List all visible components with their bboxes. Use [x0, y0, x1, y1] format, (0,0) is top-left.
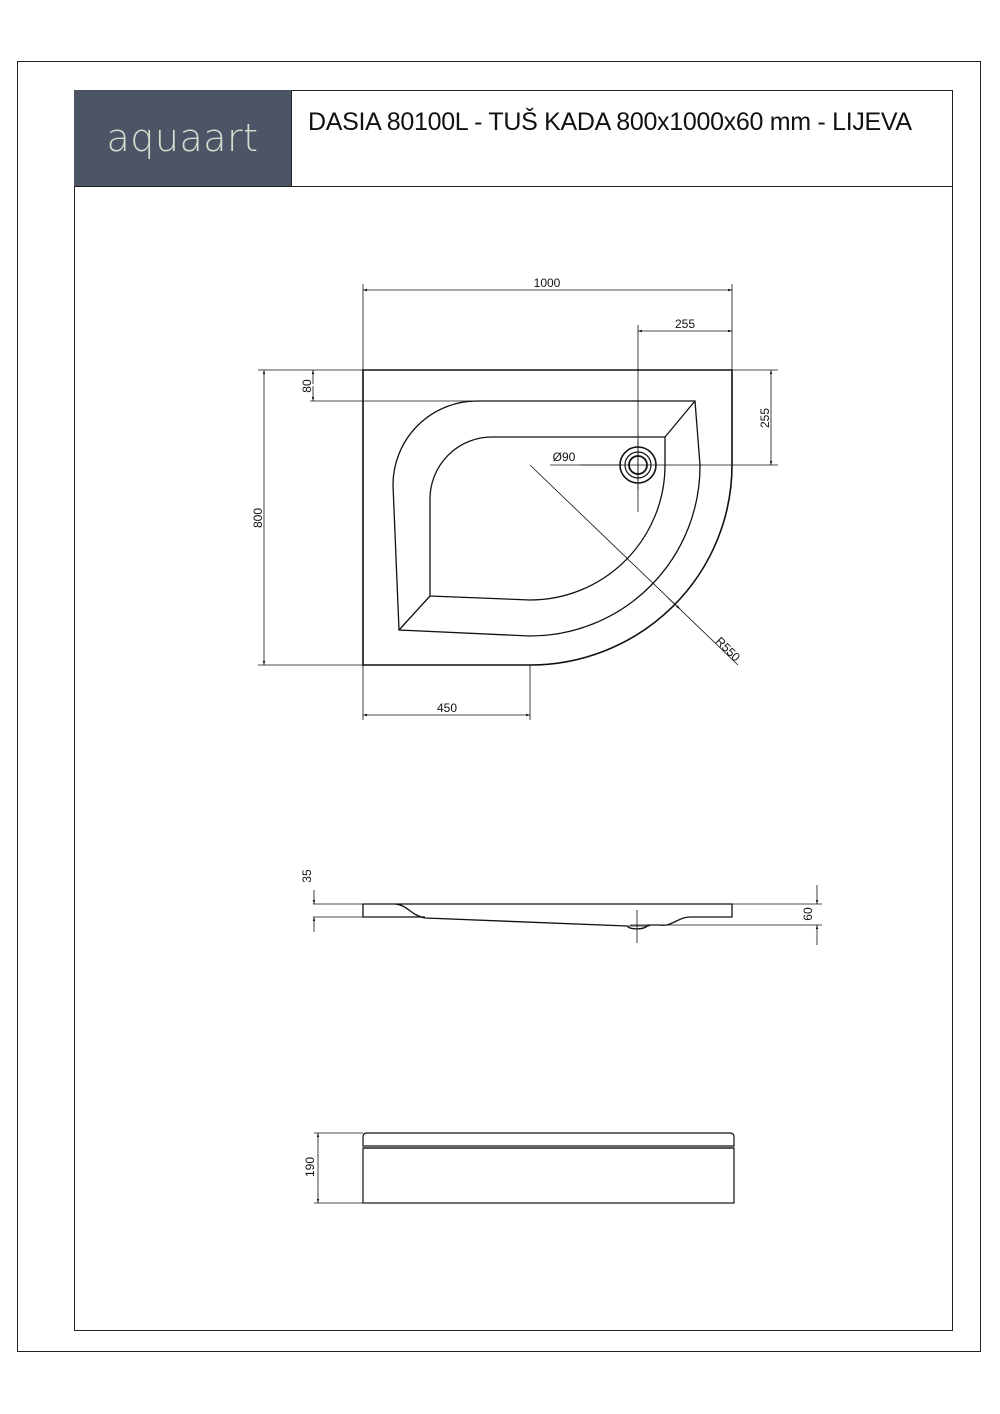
dim-width: 1000 [534, 276, 561, 290]
dim-height: 800 [251, 508, 265, 528]
dim-straight-length: 450 [437, 701, 457, 715]
side-dimension-labels: 35 60 [300, 869, 815, 921]
side-dimensions [312, 885, 822, 945]
front-dimensions [314, 1132, 363, 1204]
logo-text: aquaart [106, 116, 259, 160]
inner-frame [74, 90, 953, 1331]
outer-frame [17, 61, 981, 1352]
page-title: DASIA 80100L - TUŠ KADA 800x1000x60 mm -… [308, 108, 912, 136]
plan-dimension-labels: 1000 255 255 80 800 450 R550 Ø90 [251, 276, 772, 715]
plan-view [362, 369, 733, 666]
logo: aquaart [74, 90, 292, 186]
dim-radius: R550 [713, 634, 743, 664]
dim-panel-height: 190 [303, 1157, 317, 1177]
plan-dimensions [258, 284, 778, 720]
dim-rim-height: 35 [300, 869, 314, 883]
front-view [362, 1132, 735, 1204]
title-block: aquaart DASIA 80100L - TUŠ KADA 800x1000… [74, 90, 953, 187]
dim-drain-offset-x: 255 [675, 317, 695, 331]
title-area: DASIA 80100L - TUŠ KADA 800x1000x60 mm -… [292, 90, 953, 186]
dim-rim-depth: 80 [300, 379, 314, 393]
front-dimension-labels: 190 [303, 1157, 317, 1177]
dim-total-height: 60 [801, 907, 815, 921]
dim-drain-offset-y: 255 [758, 408, 772, 428]
dim-drain-diameter: Ø90 [553, 450, 576, 464]
